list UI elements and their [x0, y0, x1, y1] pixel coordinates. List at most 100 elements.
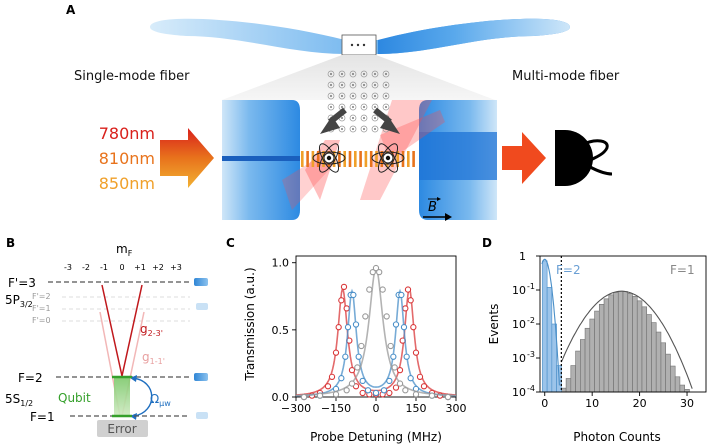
tweezer-atom: [374, 128, 376, 130]
data-point: [300, 393, 308, 401]
histogram-bar-f1: [636, 300, 643, 393]
data-point: [396, 380, 404, 387]
qubit-bar: [114, 377, 130, 417]
data-point: [343, 387, 350, 394]
histogram-bar-f1: [660, 342, 666, 393]
tweezer-site: [338, 125, 346, 133]
y-tick-exponent: -4: [527, 384, 535, 393]
mf-tick-label: 0: [119, 263, 124, 272]
data-point: [332, 349, 340, 356]
histogram-bar-f1: [641, 306, 648, 393]
standing-wave-stripe: [412, 151, 415, 167]
data-point: [404, 286, 412, 293]
data-point: [444, 393, 452, 401]
data-point: [359, 389, 366, 397]
data-point: [403, 353, 410, 360]
fit-curve: [296, 266, 456, 397]
data-point: [379, 286, 386, 293]
tweezer-atom: [330, 106, 332, 108]
data-point: [383, 313, 390, 320]
f2-label: F=2: [18, 371, 43, 385]
tweezer-atom: [352, 84, 354, 86]
tweezer-site: [382, 70, 390, 78]
standing-wave-stripe: [375, 151, 378, 167]
state-marker-icon: [194, 278, 208, 286]
data-point: [396, 366, 404, 374]
histogram-bar-f1: [575, 350, 581, 393]
data-point: [358, 342, 365, 350]
tweezer-atom: [352, 117, 354, 119]
y-tick-label: 1: [519, 250, 526, 263]
tweezer-atom: [363, 106, 365, 108]
d-y-axis-label: Events: [487, 304, 501, 345]
data-point: [338, 297, 345, 304]
tweezer-atom: [352, 128, 354, 130]
mf-tick-label: -3: [64, 263, 72, 272]
tweezer-site: [382, 92, 390, 100]
error-box: [97, 420, 148, 437]
data-point: [362, 313, 369, 320]
s12-label: 5S1/2: [5, 392, 33, 408]
zoom-dot: [362, 43, 366, 47]
g23-transition-right: [121, 284, 143, 377]
mf-tick-label: +2: [152, 263, 164, 272]
wavelength-850-label: 850nm: [99, 174, 155, 193]
tweezer-atom: [374, 117, 376, 119]
tweezer-atom: [363, 73, 365, 75]
standing-wave-stripe: [396, 151, 399, 167]
data-point: [348, 380, 356, 387]
mf-tick-label: -2: [82, 263, 90, 272]
atom-icon: [371, 143, 405, 173]
data-point: [352, 321, 360, 328]
data-point: [344, 324, 352, 331]
zoom-dot: [356, 43, 360, 47]
panel-c: C Transmission (a.u.) Probe Detuning (MH…: [226, 236, 467, 444]
standing-wave-stripe: [359, 151, 362, 167]
tweezer-atom: [330, 73, 332, 75]
d-x-axis-label: Photon Counts: [573, 430, 661, 444]
state-marker-icon: [196, 412, 208, 419]
data-point: [376, 268, 383, 276]
tweezer-atom: [363, 84, 365, 86]
qubit-label: Qubit: [58, 391, 91, 405]
tweezer-site: [327, 81, 335, 89]
tweezer-site: [371, 81, 379, 89]
y-tick-label: 0.0: [272, 391, 290, 404]
histogram-bar-f1: [670, 365, 676, 393]
f1-fit-curve: [560, 290, 693, 389]
tweezer-site: [371, 70, 379, 78]
y-tick-label: 10: [512, 318, 526, 331]
histogram-bar-f1: [632, 296, 638, 393]
histogram-bar-f2: [542, 260, 548, 393]
data-point: [412, 391, 420, 398]
f1-label: F=1: [30, 410, 55, 424]
tweezer-site: [338, 81, 346, 89]
tweezer-atom: [385, 73, 387, 75]
standing-wave-stripe: [338, 151, 341, 167]
microwave-transition: [131, 377, 153, 417]
data-point: [340, 283, 348, 291]
input-laser-arrow: [160, 128, 214, 188]
tweezer-site: [360, 92, 368, 100]
field-direction-arrow-head: [445, 213, 452, 221]
histogram-bar-f1: [613, 292, 619, 393]
histogram-bar-f1: [655, 331, 662, 393]
data-point: [416, 373, 424, 381]
g23-label: g2-3': [140, 322, 163, 338]
data-point: [387, 342, 394, 350]
microwave-arrow-head: [130, 375, 137, 382]
f2-series-label: F=2: [556, 263, 581, 277]
panel-a: A Single-mode fiber Multi-mode fiber: [66, 3, 620, 221]
tweezer-site: [360, 114, 368, 122]
tweezer-site: [349, 81, 357, 89]
tweezer-atom: [352, 95, 354, 97]
tweezer-site: [371, 92, 379, 100]
tweezer-atom: [363, 95, 365, 97]
data-point: [354, 364, 361, 371]
data-point: [386, 389, 393, 397]
data-point: [338, 375, 345, 382]
